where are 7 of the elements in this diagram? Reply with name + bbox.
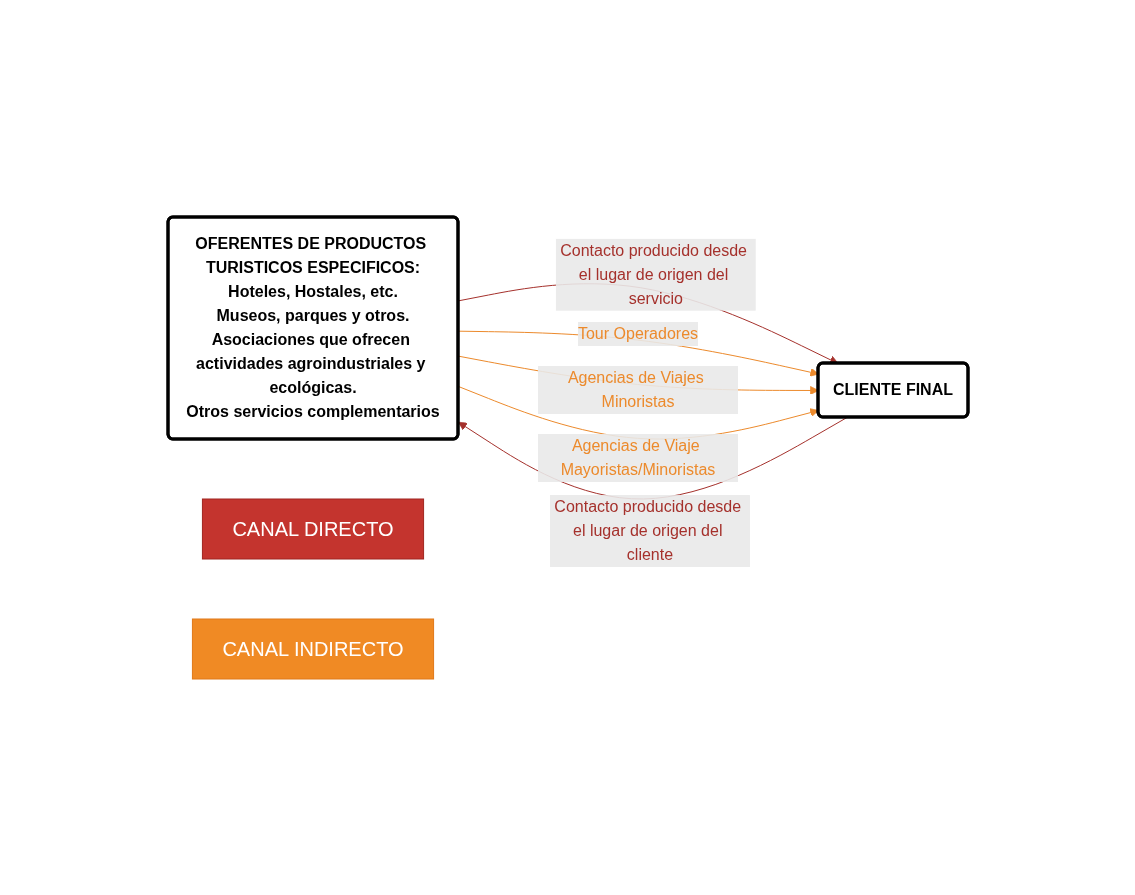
edge-label: Tour Operadores <box>577 324 698 342</box>
edge-label: Contacto producido desde el lugar de origen del servicio <box>559 241 747 307</box>
edge-label: Agencias de Viaje Mayoristas/Minoristas <box>560 436 715 478</box>
node-box: CANAL DIRECTO <box>201 498 424 559</box>
edge-label: Agencias de Viajes Minoristas <box>567 368 704 410</box>
node-box: CANAL INDIRECTO <box>191 618 434 679</box>
edge-label: Contacto producido desde el lugar de origen del cliente <box>553 497 741 563</box>
